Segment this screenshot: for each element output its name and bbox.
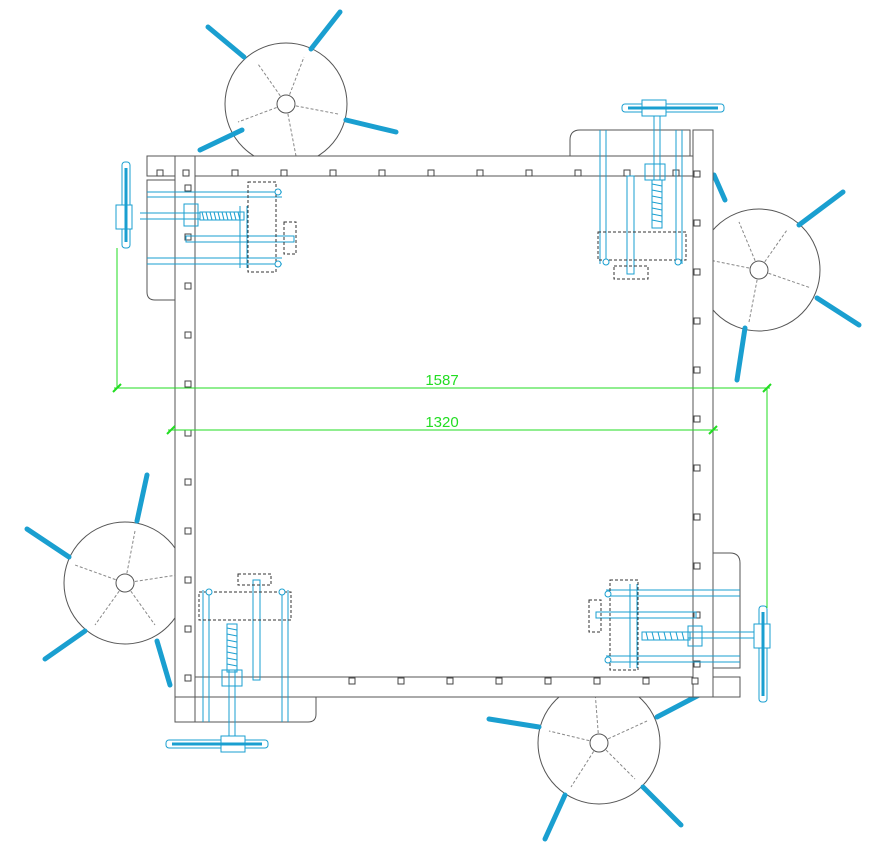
support-plate-top-left: [146, 179, 176, 301]
bolt-hole: [184, 625, 192, 633]
dimension-outer-tick-right: [762, 383, 772, 393]
dimension-inner-label: 1320: [425, 414, 458, 431]
bolt-hole: [693, 415, 701, 423]
dimension-inner-tick-left: [166, 425, 176, 435]
bolt-hole: [184, 527, 192, 535]
bolt-hole: [184, 233, 192, 241]
bolt-hole: [184, 282, 192, 290]
bolt-hole: [691, 677, 699, 685]
bolt-hole: [693, 660, 701, 668]
dimension-outer-label: 1587: [425, 372, 458, 389]
bolt-hole: [397, 677, 405, 685]
bolt-hole: [693, 611, 701, 619]
bolt-hole: [574, 169, 582, 177]
clamp-top-left: [115, 161, 297, 273]
bolt-hole: [184, 380, 192, 388]
bolt-hole: [525, 169, 533, 177]
bolt-hole: [427, 169, 435, 177]
bolt-hole: [693, 562, 701, 570]
bolt-hole: [184, 184, 192, 192]
clamp-handle-top-right: [621, 99, 725, 117]
clamp-handle-bottom-left: [165, 735, 269, 753]
clamp-bottom-left: [165, 573, 292, 753]
bolt-hole: [693, 366, 701, 374]
handwheel-right: [697, 172, 862, 383]
clamp-handle-top-left: [115, 161, 133, 249]
bolt-hole: [184, 331, 192, 339]
bolt-hole: [156, 169, 164, 177]
clamp-handle-bottom-right: [753, 605, 771, 703]
bolt-hole: [693, 464, 701, 472]
bolt-hole: [446, 677, 454, 685]
bolt-hole: [182, 169, 190, 177]
bolt-hole: [693, 513, 701, 521]
dimension-inner: [166, 425, 718, 435]
support-plate-top-right: [569, 129, 691, 157]
clamp-top-right: [597, 99, 725, 280]
bolt-holes: [156, 169, 701, 685]
handwheel-top-left: [197, 9, 399, 166]
bolt-hole: [544, 677, 552, 685]
bolt-hole: [693, 268, 701, 276]
dimension-outer-tick-left: [112, 383, 122, 393]
handwheel-bottom-right: [486, 681, 702, 842]
bolt-hole: [184, 674, 192, 682]
bolt-hole: [693, 170, 701, 178]
dimension-outer: [112, 248, 772, 608]
bolt-hole: [642, 677, 650, 685]
bolt-hole: [184, 576, 192, 584]
bolt-hole: [623, 169, 631, 177]
dimension-inner-tick-right: [708, 425, 718, 435]
bolt-hole: [231, 169, 239, 177]
bolt-hole: [329, 169, 337, 177]
handwheel-bottom-left: [24, 472, 187, 688]
bolt-hole: [693, 219, 701, 227]
support-plate-bottom-right: [712, 552, 741, 669]
clamp-bottom-right: [588, 579, 771, 703]
bolt-hole: [184, 429, 192, 437]
bolt-hole: [378, 169, 386, 177]
bolt-hole: [593, 677, 601, 685]
bolt-hole: [693, 317, 701, 325]
bolt-hole: [348, 677, 356, 685]
bolt-hole: [476, 169, 484, 177]
support-plate-bottom-left: [189, 696, 317, 723]
bolt-hole: [184, 478, 192, 486]
bolt-hole: [495, 677, 503, 685]
bolt-hole: [280, 169, 288, 177]
frame-left-rail: [174, 155, 196, 723]
